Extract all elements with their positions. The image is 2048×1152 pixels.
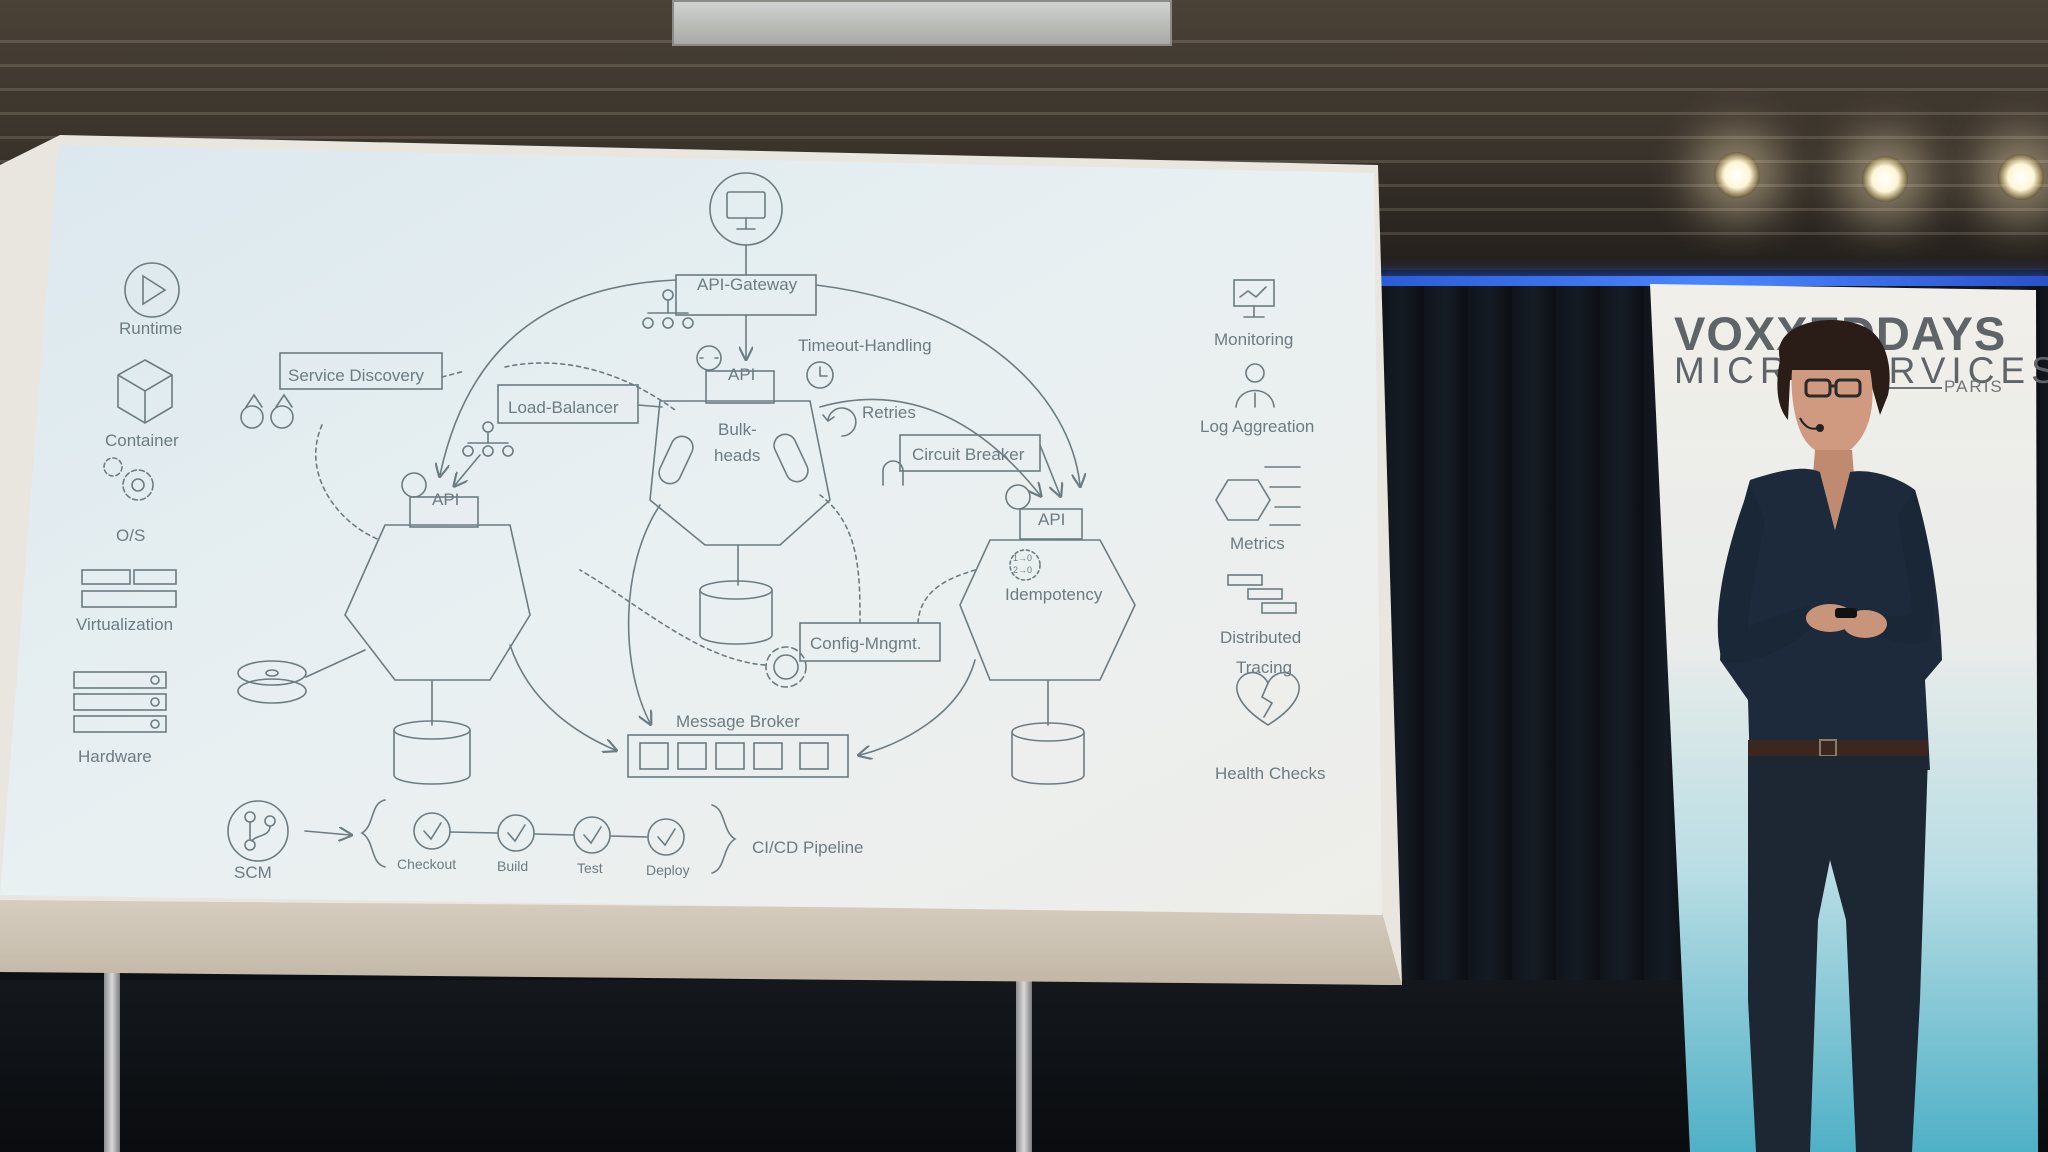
gears-icon bbox=[103, 457, 154, 501]
database-icon bbox=[1011, 722, 1085, 785]
bulkheads-label: Bulk- bbox=[718, 420, 757, 439]
hardware-label: Hardware bbox=[78, 747, 152, 766]
api-label: API bbox=[432, 490, 459, 509]
pipeline-step-test: Test bbox=[577, 860, 603, 876]
screen-stand bbox=[1016, 975, 1032, 1152]
clock-icon bbox=[806, 361, 834, 389]
database-icon bbox=[393, 720, 471, 785]
server-icon bbox=[81, 569, 177, 608]
api-box bbox=[1019, 508, 1083, 540]
bulkhead-icon bbox=[773, 433, 809, 483]
play-icon bbox=[124, 262, 180, 318]
speaker-belt bbox=[1748, 740, 1928, 756]
timeout-handling-label: Timeout-Handling bbox=[798, 336, 932, 355]
hexagon-icon bbox=[1215, 466, 1301, 526]
log-aggregation-label: Log Aggreation bbox=[1200, 417, 1314, 436]
config-mngmt-label: Config-Mngmt. bbox=[810, 634, 921, 653]
gear-icon bbox=[765, 646, 807, 688]
runtime-label: Runtime bbox=[119, 319, 182, 338]
config-mngmt-box bbox=[799, 622, 941, 662]
left-service bbox=[344, 524, 531, 681]
bulkheads-label: heads bbox=[714, 446, 760, 465]
api-box bbox=[409, 496, 479, 528]
speaker-jeans bbox=[1748, 756, 1928, 1152]
bulkhead-icon bbox=[658, 435, 694, 485]
ceiling-panel bbox=[672, 0, 1172, 46]
service-discovery-box bbox=[279, 352, 443, 390]
presentation-clicker bbox=[1835, 608, 1857, 618]
metrics-label: Metrics bbox=[1230, 534, 1285, 553]
right-service bbox=[959, 539, 1136, 681]
magnet-icon bbox=[882, 460, 904, 486]
git-icon bbox=[227, 800, 289, 862]
message-broker bbox=[627, 734, 849, 778]
speaker bbox=[1717, 320, 1942, 1152]
health-checks-label: Health Checks bbox=[1215, 764, 1326, 783]
api-gateway-label: API-Gateway bbox=[697, 275, 798, 294]
glasses-icon bbox=[1804, 378, 1862, 398]
monitor-icon bbox=[1233, 279, 1275, 318]
retries-label: Retries bbox=[862, 403, 916, 422]
disks-icon bbox=[237, 660, 307, 704]
tracing-label: Tracing bbox=[1236, 658, 1292, 677]
screen-bottom-edge bbox=[0, 900, 1402, 985]
circuit-breaker-label: Circuit Breaker bbox=[912, 445, 1025, 464]
pipeline-step-deploy: Deploy bbox=[646, 862, 690, 878]
refresh-icon bbox=[822, 407, 857, 437]
scm-label: SCM bbox=[234, 863, 272, 882]
monitoring-label: Monitoring bbox=[1214, 330, 1293, 349]
blue-light-strip bbox=[1380, 276, 2048, 286]
idempotency-label: Idempotency bbox=[1005, 585, 1103, 604]
banner-city: PARIS bbox=[1944, 377, 2004, 396]
stage-light bbox=[1714, 152, 1760, 198]
load-balancer-box bbox=[497, 384, 639, 424]
idempotency-icon bbox=[1009, 549, 1041, 581]
distributed-label: Distributed bbox=[1220, 628, 1301, 647]
rack-icon bbox=[73, 671, 167, 733]
person-icon bbox=[1235, 363, 1275, 408]
service-discovery-label: Service Discovery bbox=[288, 366, 425, 385]
broken-heart-icon bbox=[1236, 671, 1300, 726]
api-label: API bbox=[728, 365, 755, 384]
message-broker-label: Message Broker bbox=[676, 712, 800, 731]
screen-stand bbox=[104, 970, 120, 1152]
check-icon bbox=[413, 812, 451, 850]
cube-icon bbox=[117, 359, 173, 424]
code-icon bbox=[401, 472, 427, 498]
stage-light bbox=[1862, 156, 1908, 202]
container-label: Container bbox=[105, 431, 179, 450]
slide: Runtime Container O/S Virtualization Har… bbox=[0, 145, 1382, 915]
hierarchy-icon bbox=[462, 421, 514, 457]
bulkheads-service bbox=[649, 400, 831, 546]
idempotency-icon-text: 2→0 bbox=[1013, 565, 1032, 575]
binoculars-icon bbox=[240, 393, 294, 429]
virtualization-label: Virtualization bbox=[76, 615, 173, 634]
api-label: API bbox=[1038, 510, 1065, 529]
api-box bbox=[705, 370, 775, 404]
circuit-breaker-box bbox=[899, 434, 1041, 472]
database-icon bbox=[699, 580, 773, 645]
code-icon bbox=[696, 345, 722, 371]
banner-divider bbox=[1880, 387, 1942, 389]
hierarchy-icon bbox=[642, 289, 694, 329]
idempotency-icon-text: 1→0 bbox=[1013, 553, 1032, 563]
stage-light bbox=[1998, 154, 2044, 200]
speaker-face bbox=[1791, 370, 1873, 456]
pipeline-step-checkout: Checkout bbox=[397, 856, 456, 872]
os-label: O/S bbox=[116, 526, 145, 545]
pipeline-label: CI/CD Pipeline bbox=[752, 838, 864, 857]
pipeline-step-build: Build bbox=[497, 858, 528, 874]
load-balancer-label: Load-Balancer bbox=[508, 398, 619, 417]
timeline-icon bbox=[1227, 574, 1297, 614]
architecture-diagram: Runtime Container O/S Virtualization Har… bbox=[0, 145, 1382, 915]
